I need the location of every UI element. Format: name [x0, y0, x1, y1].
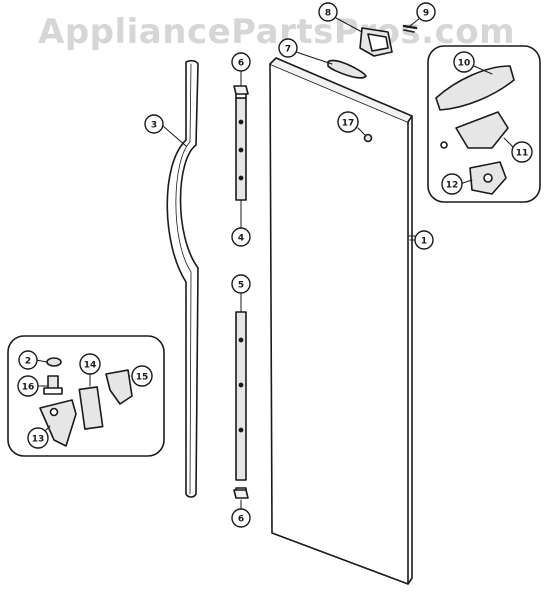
- svg-text:7: 7: [285, 45, 291, 55]
- callout-5: 5: [231, 274, 251, 294]
- callout-15: 15: [131, 365, 153, 387]
- svg-text:14: 14: [84, 361, 97, 371]
- door-handle: [166, 59, 199, 498]
- svg-text:10: 10: [458, 59, 471, 69]
- callout-13: 13: [27, 427, 49, 449]
- svg-text:13: 13: [32, 435, 45, 445]
- svg-text:5: 5: [238, 281, 244, 291]
- leader-lines: [35, 17, 517, 511]
- callout-2: 2: [18, 350, 38, 370]
- svg-text:16: 16: [22, 383, 35, 393]
- callout-8: 8: [318, 2, 338, 22]
- svg-text:8: 8: [325, 9, 331, 19]
- door-panel: [269, 57, 421, 585]
- callout-6-bottom: 6: [231, 508, 251, 528]
- callout-16: 16: [17, 375, 39, 397]
- svg-text:1: 1: [421, 237, 427, 247]
- hinge-screw: [402, 24, 418, 33]
- callout-9: 9: [416, 2, 436, 22]
- trim-strip-lower: [235, 311, 247, 497]
- svg-text:2: 2: [25, 357, 31, 367]
- svg-text:4: 4: [238, 234, 244, 244]
- callout-3: 3: [144, 114, 164, 134]
- end-cap-top: [233, 85, 249, 95]
- trim-strip-upper: [235, 89, 247, 201]
- svg-text:6: 6: [238, 59, 244, 69]
- callout-6-top: 6: [231, 52, 251, 72]
- hinge-cover: [327, 59, 367, 79]
- callout-1: 1: [414, 230, 434, 250]
- hinge-bracket: [359, 27, 393, 57]
- callout-7: 7: [278, 38, 298, 58]
- svg-text:15: 15: [136, 373, 149, 383]
- callout-17: 17: [337, 111, 359, 133]
- callout-10: 10: [453, 51, 475, 73]
- svg-text:12: 12: [446, 181, 459, 191]
- svg-text:9: 9: [423, 9, 429, 19]
- callout-4: 4: [231, 227, 251, 247]
- svg-text:17: 17: [342, 119, 355, 129]
- end-cap-bottom: [233, 489, 249, 499]
- callout-12: 12: [441, 173, 463, 195]
- svg-text:11: 11: [516, 149, 529, 159]
- svg-text:6: 6: [238, 515, 244, 525]
- inset-bottom-hinge-parts: [7, 335, 165, 457]
- callout-14: 14: [79, 353, 101, 375]
- callout-11: 11: [511, 141, 533, 163]
- callouts: 1 2 3 4 5 6 6: [17, 2, 533, 528]
- svg-text:3: 3: [151, 121, 157, 131]
- watermark: AppliancePartsPros.com: [38, 12, 516, 52]
- inset-hinge-parts: [427, 45, 541, 203]
